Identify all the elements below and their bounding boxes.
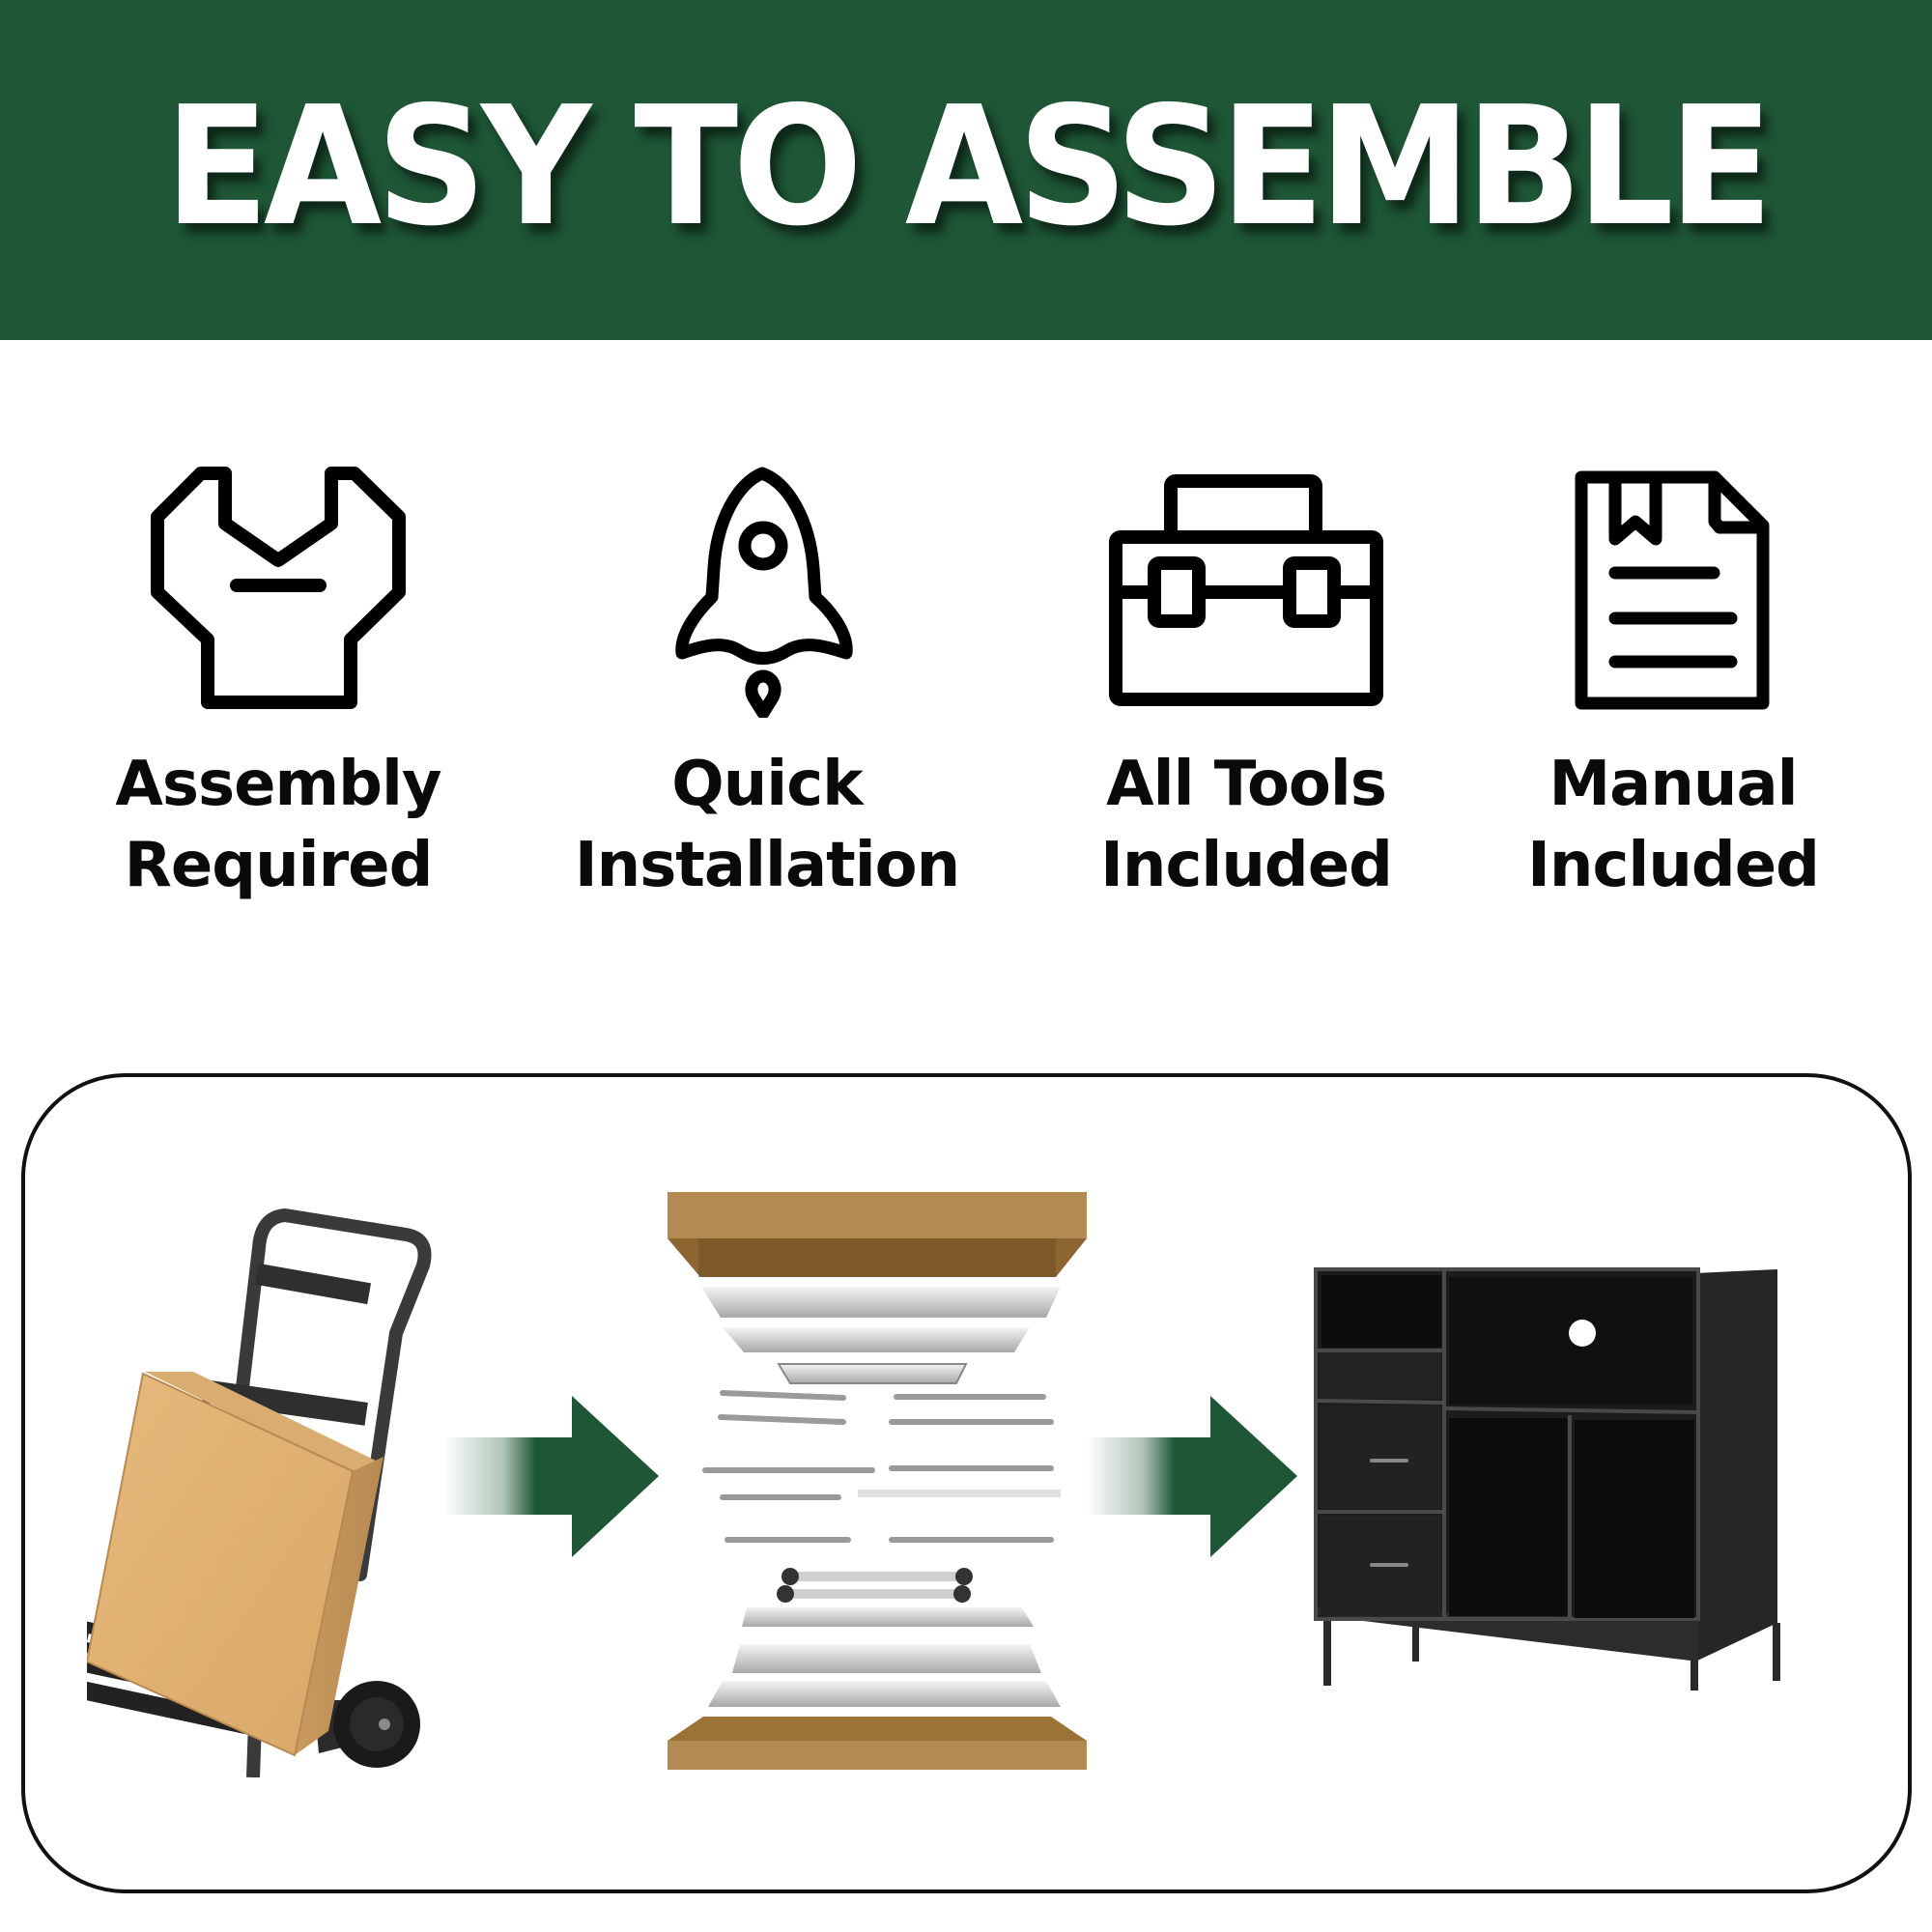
feature-quick-installation: Quick Installation <box>564 454 970 908</box>
arrow-right-icon <box>1072 1391 1314 1565</box>
boxed-package-on-hand-truck <box>65 1198 454 1778</box>
feature-assembly-required: Assembly Required <box>75 454 481 908</box>
manual-document-icon <box>1528 454 1818 724</box>
page-title: EASY TO ASSEMBLE <box>164 71 1773 263</box>
feature-label: Quick Installation <box>574 749 960 901</box>
exploded-parts-view <box>665 1190 1090 1804</box>
header-banner: EASY TO ASSEMBLE <box>0 0 1932 340</box>
feature-label: Assembly Required <box>115 749 441 901</box>
feature-label: Manual Included <box>1527 749 1820 901</box>
feature-label: All Tools Included <box>1100 749 1393 901</box>
toolbox-icon <box>1101 454 1391 724</box>
wrench-icon <box>133 454 423 724</box>
feature-manual-included: Manual Included <box>1470 454 1876 908</box>
feature-all-tools-included: All Tools Included <box>1043 454 1449 908</box>
assembled-cabinet <box>1304 1256 1903 1690</box>
arrow-right-icon <box>425 1391 667 1565</box>
rocket-icon <box>622 454 912 724</box>
